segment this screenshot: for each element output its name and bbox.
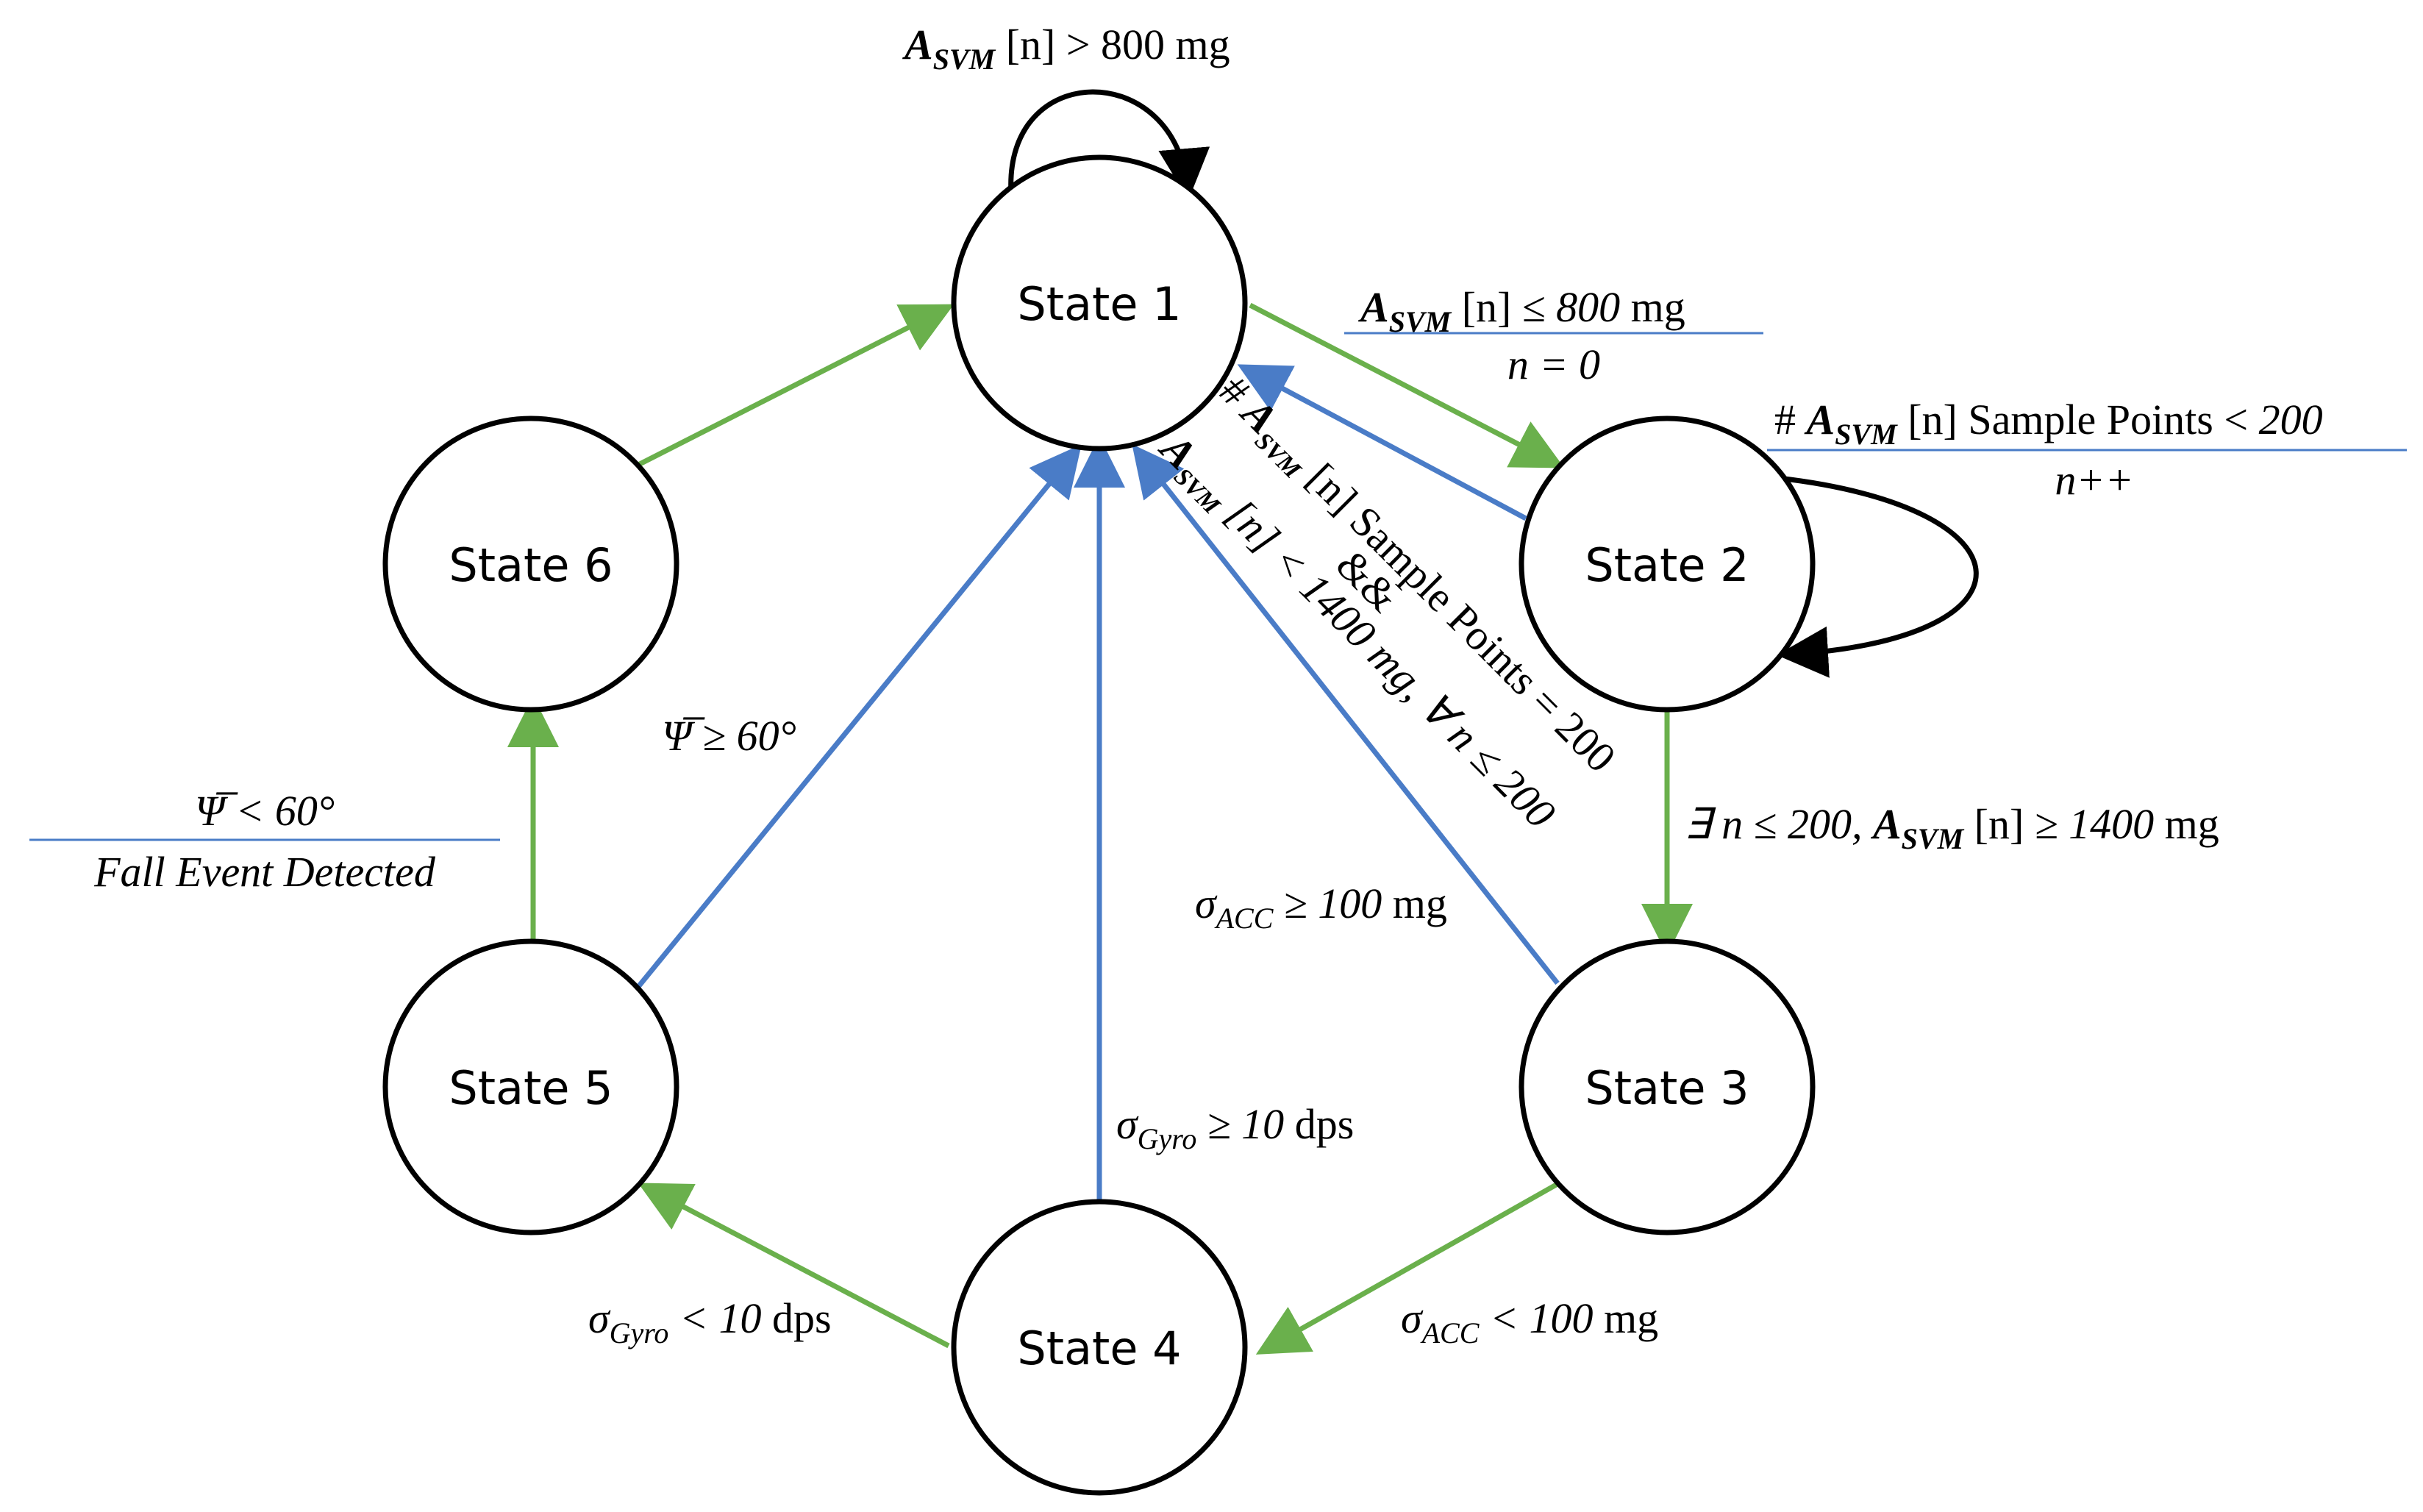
state-4-label: State 4 [1017, 1322, 1181, 1375]
state-5-label: State 5 [449, 1061, 613, 1115]
state-2-label: State 2 [1585, 538, 1749, 592]
state-3: State 3 [1519, 938, 1816, 1235]
edge-s1-self-loop [1008, 89, 1210, 200]
label-s2-to-s3: ∃ n ≤ 200, ASVM [n] ≥ 1400 mg [1684, 800, 2219, 855]
edge-s1-to-s2 [1249, 302, 1565, 468]
label-s4-to-s1: σGyro ≥ 10 dps [1116, 1100, 1354, 1155]
edge-s3-to-s1 [1132, 444, 1560, 985]
edge-s4-to-s5 [638, 1183, 950, 1349]
edge-s5-to-s1 [635, 444, 1082, 990]
label-s1-to-s2-action: n = 0 [1507, 340, 1600, 388]
label-s4-to-s5: σGyro < 10 dps [588, 1294, 832, 1349]
state-6: State 6 [382, 416, 679, 713]
edge-s3-to-s4 [1255, 1181, 1559, 1355]
state-6-label: State 6 [449, 538, 613, 592]
state-2: State 2 [1519, 416, 1816, 713]
label-s5-to-s6-action: Fall Event Detected [93, 848, 436, 896]
label-rules [29, 332, 2407, 841]
label-s5-to-s1: Ψ̅ ≥ 60° [662, 712, 796, 760]
state-4: State 4 [951, 1199, 1248, 1496]
edge-s2-self-loop [1777, 475, 1979, 678]
state-1: State 1 [951, 154, 1248, 452]
label-s1-self: ASVM [n] > 800 mg [902, 21, 1230, 76]
state-1-label: State 1 [1017, 277, 1181, 331]
label-s3-to-s4: σACC < 100 mg [1401, 1294, 1658, 1349]
label-s1-to-s2-condition: ASVM [n] ≤ 800 mg [1358, 283, 1685, 338]
edge-s6-to-s1 [637, 304, 954, 468]
edge-s2-to-s1 [1237, 364, 1527, 521]
state-3-label: State 3 [1585, 1061, 1749, 1115]
state-5: State 5 [382, 938, 679, 1235]
label-s3-to-s1: σACC ≥ 100 mg [1195, 880, 1447, 935]
edges [507, 89, 1979, 1355]
label-s2-self-action: n++ [2055, 456, 2133, 504]
states: State 1 State 2 State 3 State 4 State 5 … [382, 154, 1816, 1496]
label-s5-to-s6-condition: Ψ̅ < 60° [195, 787, 335, 835]
label-s2-self-condition: # ASVM [n] Sample Points < 200 [1774, 396, 2323, 451]
